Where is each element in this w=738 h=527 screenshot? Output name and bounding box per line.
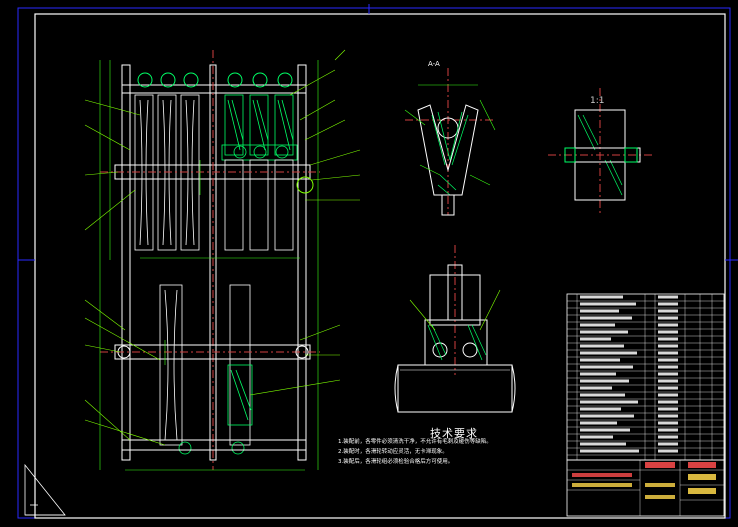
- dimension-lines: [99, 60, 319, 471]
- bom-cell-text: [580, 421, 617, 425]
- bom-cell-text: [658, 393, 678, 397]
- side-detail-scaled: [548, 88, 655, 215]
- parts-list-table: [566, 293, 725, 461]
- bom-cell-text: [580, 295, 623, 299]
- bom-cell-text: [658, 358, 678, 362]
- bom-cell-text: [580, 442, 626, 446]
- bom-cell-text: [580, 365, 633, 369]
- tech-requirement-item: 1.装配前，各零件必须清洗干净，不允许有毛刺及碰伤等缺陷。: [338, 439, 492, 445]
- bom-cell-text: [658, 337, 678, 341]
- bom-cell-text: [580, 379, 629, 383]
- bom-cell-text: [580, 386, 612, 390]
- bom-cell-text: [658, 414, 678, 418]
- bom-cell-text: [580, 372, 616, 376]
- bom-cell-text: [580, 400, 638, 404]
- bom-cell-text: [658, 386, 678, 390]
- bom-cell-text: [580, 302, 636, 306]
- bom-cell-text: [580, 344, 624, 348]
- title-block: [566, 459, 725, 517]
- bom-cell-text: [580, 407, 621, 411]
- bom-cell-text: [580, 351, 637, 355]
- bom-cell-text: [580, 337, 611, 341]
- tech-requirements-list: 1.装配前，各零件必须清洗干净，不允许有毛刺及碰伤等缺陷。 2.装配时，各滑轮转…: [338, 437, 558, 467]
- inner-frame: [34, 13, 726, 519]
- section-label: A-A: [428, 60, 440, 68]
- bom-cell-text: [580, 393, 625, 397]
- upper-pulley-assembly: [100, 50, 320, 470]
- bom-cell-text: [580, 316, 632, 320]
- bom-cell-text: [658, 421, 678, 425]
- bom-cell-text: [658, 351, 678, 355]
- bom-cell-text: [580, 323, 615, 327]
- bom-cell-text: [658, 344, 678, 348]
- bom-cell-text: [658, 428, 678, 432]
- bom-cell-text: [658, 372, 678, 376]
- tech-requirement-item: 2.装配时，各滑轮转动应灵活，无卡滞现象。: [338, 449, 448, 455]
- bom-cell-text: [658, 400, 678, 404]
- bom-cell-text: [658, 302, 678, 306]
- bom-cell-text: [580, 330, 628, 334]
- bom-cell-text: [580, 435, 613, 439]
- leader-lines: [84, 49, 361, 446]
- bom-cell-text: [658, 365, 678, 369]
- bom-cell-text: [658, 330, 678, 334]
- tech-requirements-title: 技术要求: [430, 427, 478, 440]
- bom-cell-text: [658, 379, 678, 383]
- bom-cell-text: [580, 449, 639, 453]
- bom-cell-text: [658, 309, 678, 313]
- bom-cell-text: [580, 358, 620, 362]
- bom-cell-text: [658, 407, 678, 411]
- bom-cell-text: [658, 295, 678, 299]
- tech-requirement-item: 3.装配后，各滑轮组必须检验合格后方可使用。: [338, 459, 454, 465]
- bom-cell-text: [658, 442, 678, 446]
- bom-cell-text: [658, 323, 678, 327]
- ucs-icon: [24, 463, 66, 516]
- lower-pulley-assembly: [100, 284, 320, 455]
- bom-cell-text: [658, 435, 678, 439]
- bom-cell-text: [580, 428, 630, 432]
- bom-cell-text: [580, 414, 634, 418]
- bom-cell-text: [658, 449, 678, 453]
- bom-cell-text: [658, 316, 678, 320]
- section-detail-profile: [404, 68, 496, 216]
- scale-label: 1:1: [590, 96, 605, 106]
- bom-cell-text: [580, 309, 619, 313]
- bearing-section-view: [394, 245, 516, 413]
